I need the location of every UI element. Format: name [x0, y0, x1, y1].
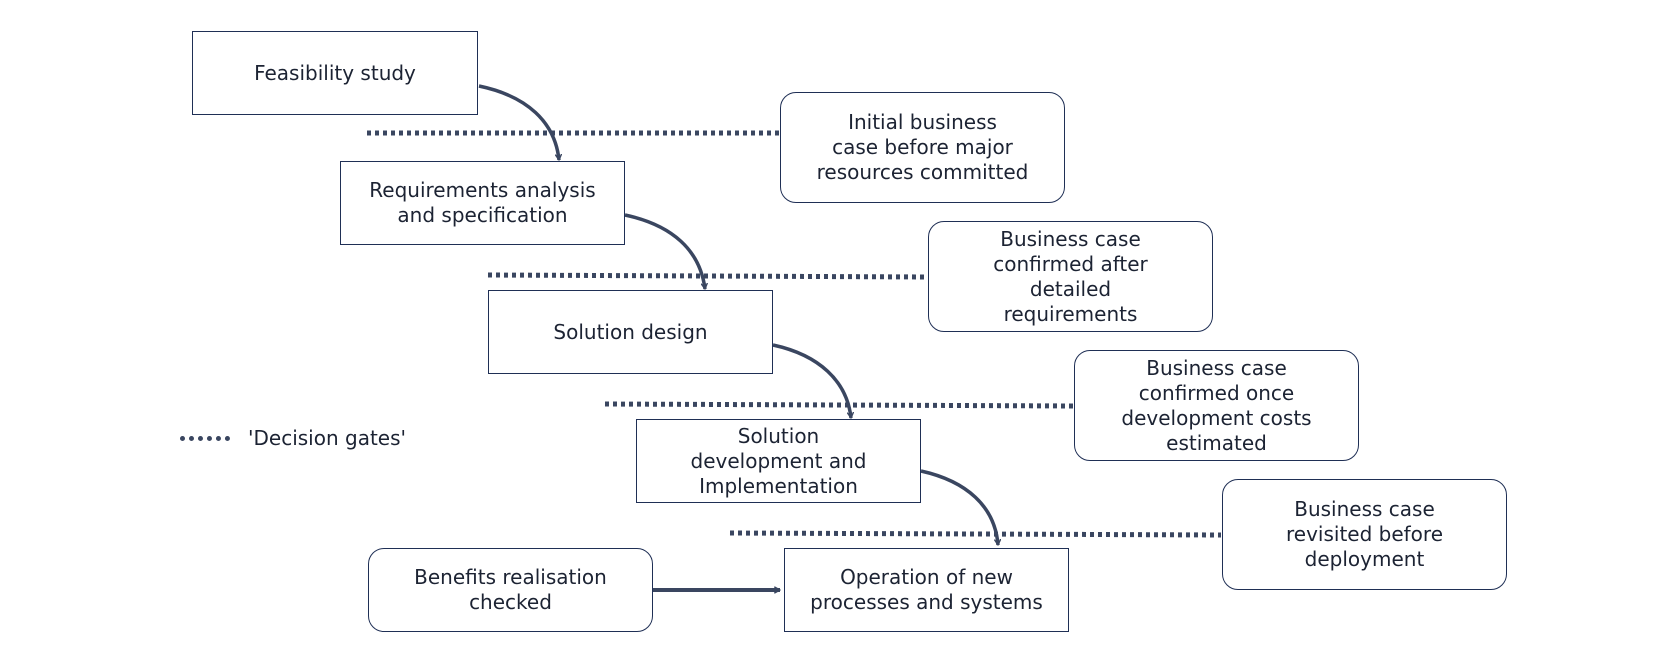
stage-label: Requirements analysis and specification: [369, 178, 596, 227]
benefits-label: Benefits realisation checked: [414, 565, 607, 614]
stage-label: Operation of new processes and systems: [810, 565, 1043, 614]
arrow-design-to-development: [772, 343, 851, 418]
stage-requirements-analysis: Requirements analysis and specification: [340, 161, 625, 245]
gate-note-label: Initial business case before major resou…: [816, 110, 1029, 184]
arrow-requirements-to-design: [624, 213, 705, 289]
gate-note-label: Business case confirmed once development…: [1121, 355, 1312, 455]
stage-solution-development: Solution development and Implementation: [636, 419, 921, 503]
gate-note-label: Business case confirmed after detailed r…: [993, 226, 1148, 326]
decision-gate-note-3: Business case confirmed once development…: [1074, 350, 1359, 461]
stage-feasibility-study: Feasibility study: [192, 31, 478, 115]
decision-gate-note-4: Business case revisited before deploymen…: [1222, 479, 1507, 590]
arrow-feasibility-to-requirements: [478, 84, 559, 160]
stage-solution-design: Solution design: [488, 290, 773, 374]
stage-operation: Operation of new processes and systems: [784, 548, 1069, 632]
legend: 'Decision gates': [180, 426, 406, 450]
stage-label: Feasibility study: [254, 60, 416, 85]
stage-label: Solution design: [553, 319, 708, 344]
gate-note-label: Business case revisited before deploymen…: [1285, 497, 1444, 571]
decision-gate-note-1: Initial business case before major resou…: [780, 92, 1065, 203]
stage-label: Solution development and Implementation: [690, 423, 867, 498]
arrow-development-to-operation: [920, 469, 998, 545]
decision-gate-line-4: [729, 530, 1222, 538]
benefits-realisation-box: Benefits realisation checked: [368, 548, 653, 632]
legend-label: 'Decision gates': [248, 426, 407, 450]
decision-gate-line-2: [487, 272, 928, 280]
decision-gate-note-2: Business case confirmed after detailed r…: [928, 221, 1213, 332]
decision-gate-line-3: [604, 401, 1074, 409]
decision-gate-legend-swatch: [180, 435, 230, 441]
